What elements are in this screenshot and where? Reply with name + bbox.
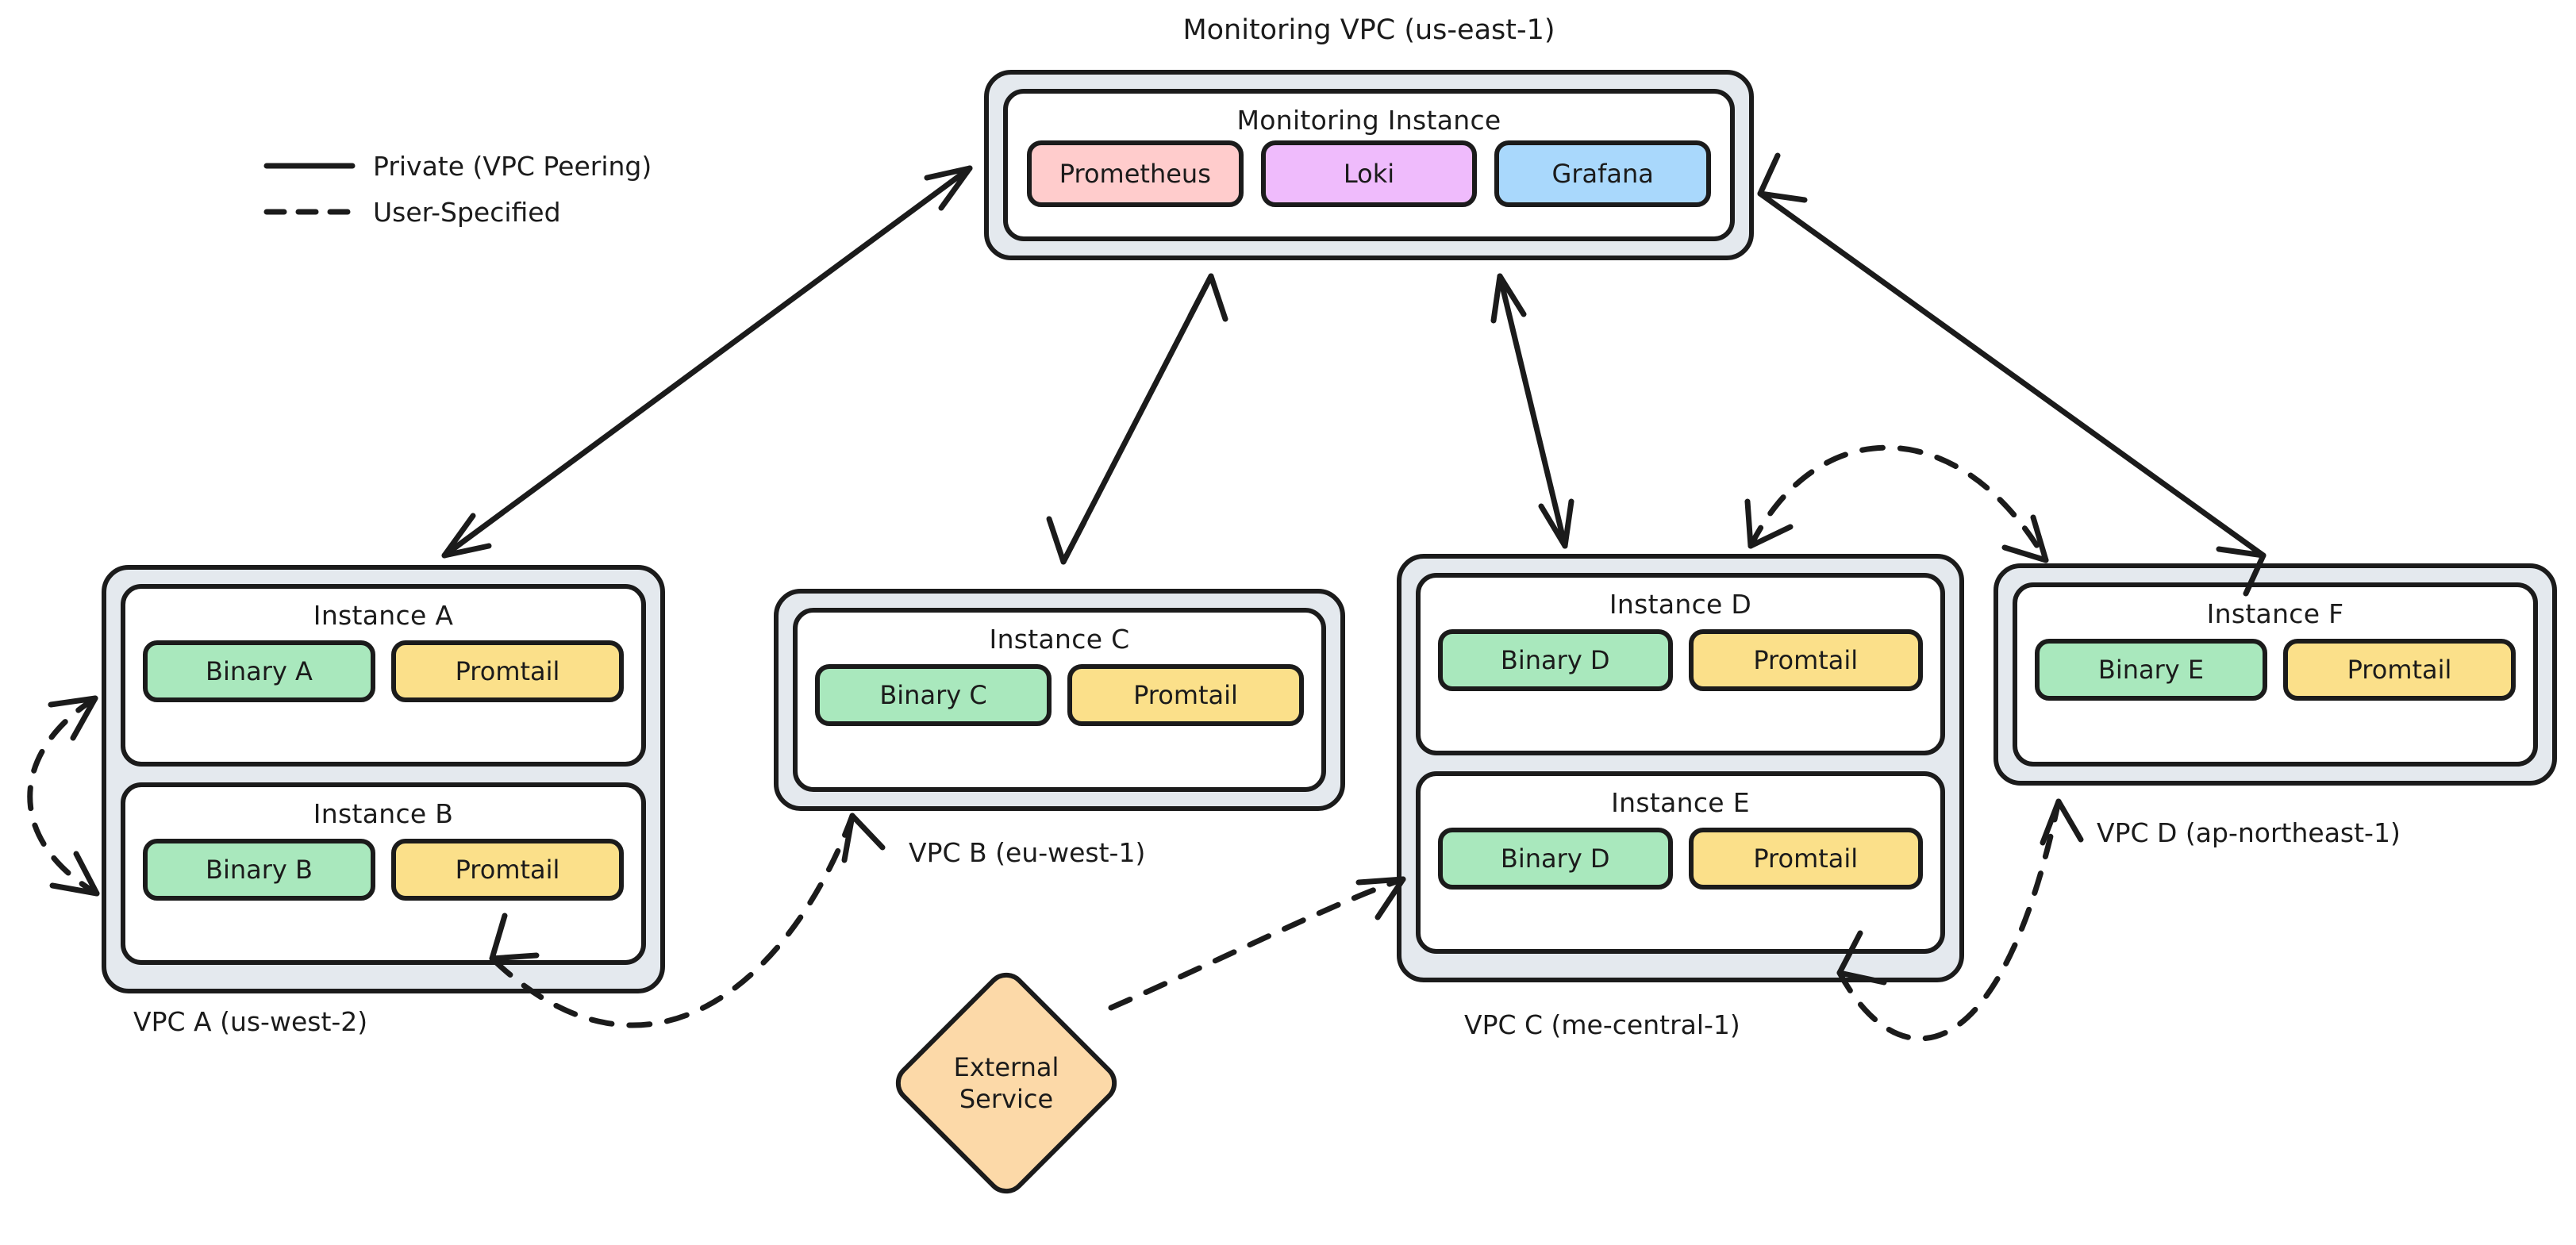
vpc-c-caption: VPC C (me-central-1) xyxy=(1464,1009,1740,1040)
instance-e-services: Binary D Promtail xyxy=(1421,818,1940,905)
binary-c[interactable]: Binary C xyxy=(815,664,1052,726)
promtail-d[interactable]: Promtail xyxy=(1688,629,1923,691)
edge-external-service-vpc-c xyxy=(1108,876,1406,1011)
edge-vpc-c-vpc-d-upper xyxy=(1744,444,2049,563)
legend-dashed-line-icon xyxy=(262,204,373,220)
promtail-f[interactable]: Promtail xyxy=(2283,639,2516,701)
binary-a[interactable]: Binary A xyxy=(143,640,375,702)
edge-monitoring-vpc-b xyxy=(1046,273,1228,565)
external-service-line2: Service xyxy=(959,1084,1054,1114)
legend-item-private: Private (VPC Peering) xyxy=(262,143,652,189)
instance-a-services: Binary A Promtail xyxy=(125,631,641,718)
instance-f-title: Instance F xyxy=(2206,598,2344,629)
vpc-d-caption: VPC D (ap-northeast-1) xyxy=(2097,817,2401,848)
instance-b[interactable]: Instance B Binary B Promtail xyxy=(121,782,646,965)
instance-d[interactable]: Instance D Binary D Promtail xyxy=(1416,573,1945,755)
legend-label-private: Private (VPC Peering) xyxy=(373,150,652,182)
monitoring-vpc[interactable]: Monitoring Instance Prometheus Loki Graf… xyxy=(984,70,1754,260)
monitoring-services-row: Prometheus Loki Grafana xyxy=(1008,136,1730,207)
vpc-b-caption: VPC B (eu-west-1) xyxy=(909,837,1146,868)
promtail-c[interactable]: Promtail xyxy=(1067,664,1304,726)
instance-e-title: Instance E xyxy=(1611,787,1750,818)
legend-item-user-specified: User-Specified xyxy=(262,189,652,235)
instance-b-services: Binary B Promtail xyxy=(125,829,641,916)
edge-monitoring-vpc-d xyxy=(1757,152,2266,597)
promtail-e[interactable]: Promtail xyxy=(1688,828,1923,890)
instance-d-title: Instance D xyxy=(1609,589,1752,620)
instance-d-services: Binary D Promtail xyxy=(1421,620,1940,707)
legend: Private (VPC Peering) User-Specified xyxy=(262,143,652,235)
monitoring-instance-title: Monitoring Instance xyxy=(1236,105,1501,136)
binary-d-instance-e[interactable]: Binary D xyxy=(1438,828,1673,890)
external-service-node[interactable]: External Service xyxy=(887,964,1125,1202)
instance-a[interactable]: Instance A Binary A Promtail xyxy=(121,584,646,767)
vpc-b[interactable]: Instance C Binary C Promtail xyxy=(774,589,1345,811)
edge-instance-a-instance-b xyxy=(27,695,100,897)
external-service-label: External Service xyxy=(887,964,1125,1202)
instance-e[interactable]: Instance E Binary D Promtail xyxy=(1416,771,1945,954)
instance-c-title: Instance C xyxy=(989,624,1130,655)
instance-a-title: Instance A xyxy=(313,600,454,631)
promtail-a[interactable]: Promtail xyxy=(391,640,624,702)
binary-d-instance-d[interactable]: Binary D xyxy=(1438,629,1673,691)
monitoring-vpc-caption: Monitoring VPC (us-east-1) xyxy=(1182,14,1555,46)
monitoring-instance[interactable]: Monitoring Instance Prometheus Loki Graf… xyxy=(1003,89,1735,241)
vpc-d[interactable]: Instance F Binary E Promtail xyxy=(1994,563,2557,786)
vpc-a-caption: VPC A (us-west-2) xyxy=(133,1006,368,1037)
external-service-line1: External xyxy=(953,1052,1059,1082)
service-grafana[interactable]: Grafana xyxy=(1494,140,1712,207)
instance-b-title: Instance B xyxy=(313,798,454,829)
service-prometheus[interactable]: Prometheus xyxy=(1027,140,1244,207)
vpc-c[interactable]: Instance D Binary D Promtail Instance E … xyxy=(1397,554,1964,982)
vpc-a[interactable]: Instance A Binary A Promtail Instance B … xyxy=(102,565,665,993)
legend-solid-line-icon xyxy=(262,158,373,174)
edge-monitoring-vpc-c xyxy=(1490,273,1574,549)
binary-b[interactable]: Binary B xyxy=(143,839,375,901)
promtail-b[interactable]: Promtail xyxy=(391,839,624,901)
instance-c[interactable]: Instance C Binary C Promtail xyxy=(793,608,1326,792)
service-loki[interactable]: Loki xyxy=(1260,140,1478,207)
instance-c-services: Binary C Promtail xyxy=(798,655,1321,742)
legend-label-user-specified: User-Specified xyxy=(373,196,561,228)
instance-f-services: Binary E Promtail xyxy=(2017,629,2533,717)
binary-e[interactable]: Binary E xyxy=(2035,639,2267,701)
instance-f[interactable]: Instance F Binary E Promtail xyxy=(2013,582,2538,767)
